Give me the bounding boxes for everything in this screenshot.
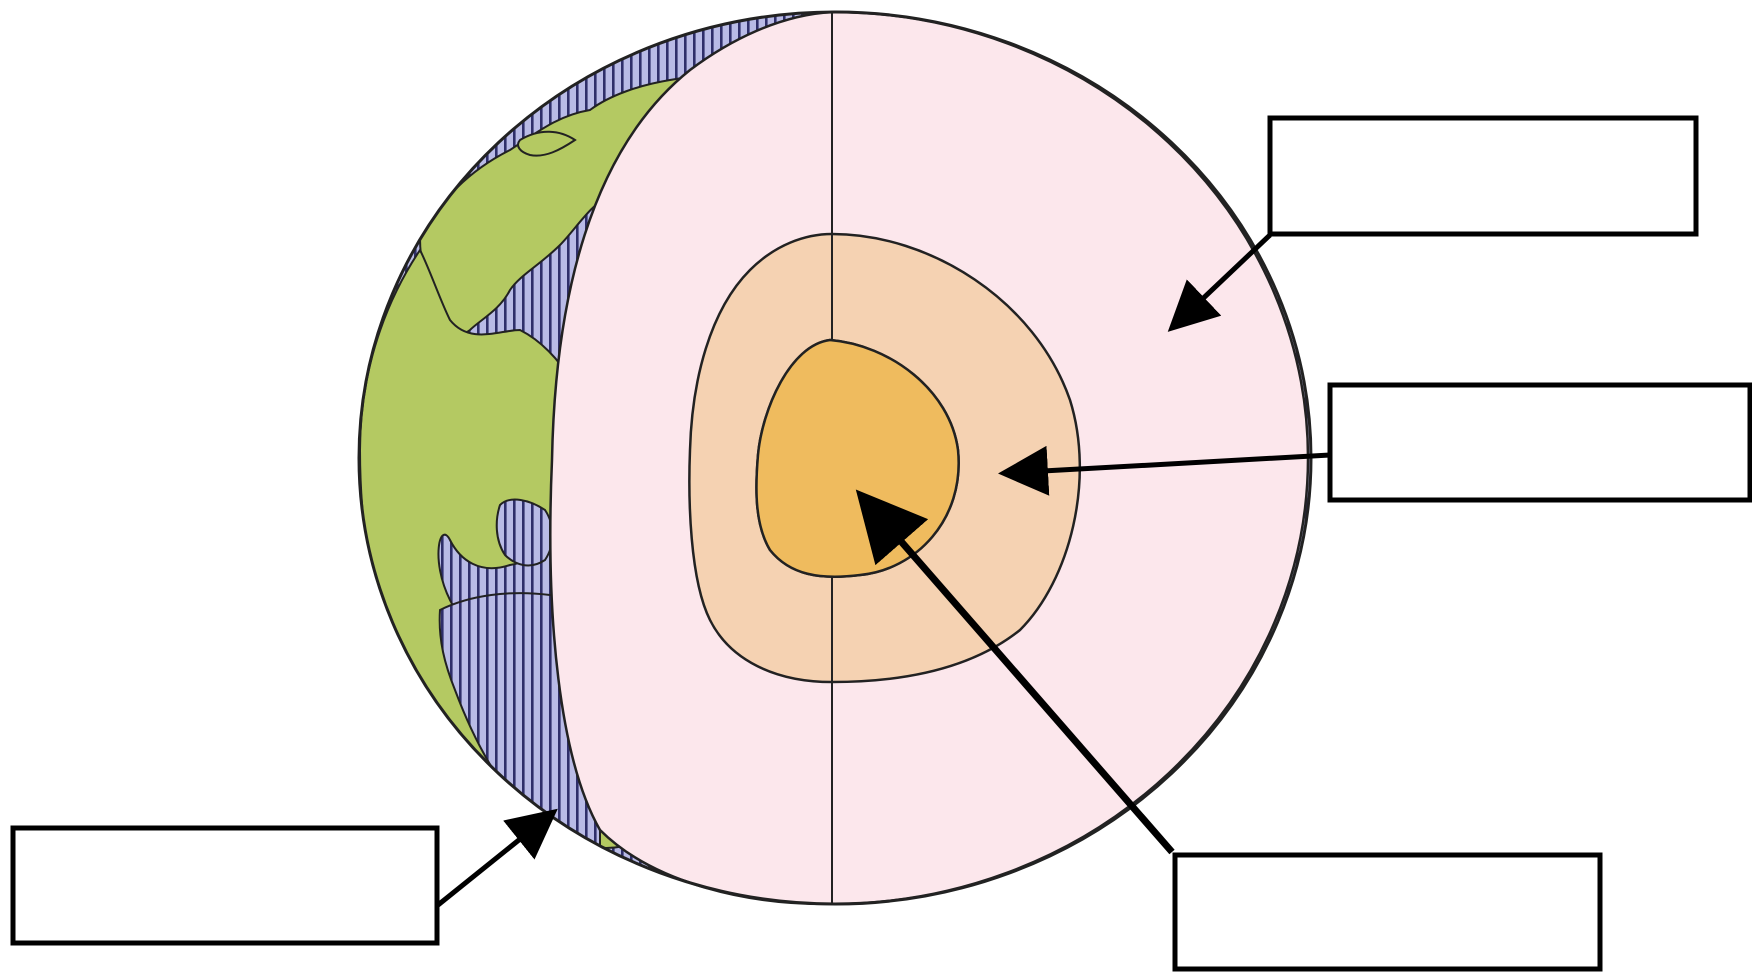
arrow-mantle	[998, 445, 1331, 496]
arrow-crust	[1167, 233, 1272, 332]
label-box-core[interactable]	[1172, 852, 1603, 972]
label-box-mantle[interactable]	[1327, 382, 1752, 503]
label-box-surface[interactable]	[10, 825, 440, 946]
land-islands	[517, 130, 577, 157]
label-box-crust[interactable]	[1267, 115, 1699, 237]
arrow-core	[855, 489, 1175, 855]
arrow-surface	[436, 808, 558, 907]
ocean-inlet-mid	[495, 498, 554, 567]
